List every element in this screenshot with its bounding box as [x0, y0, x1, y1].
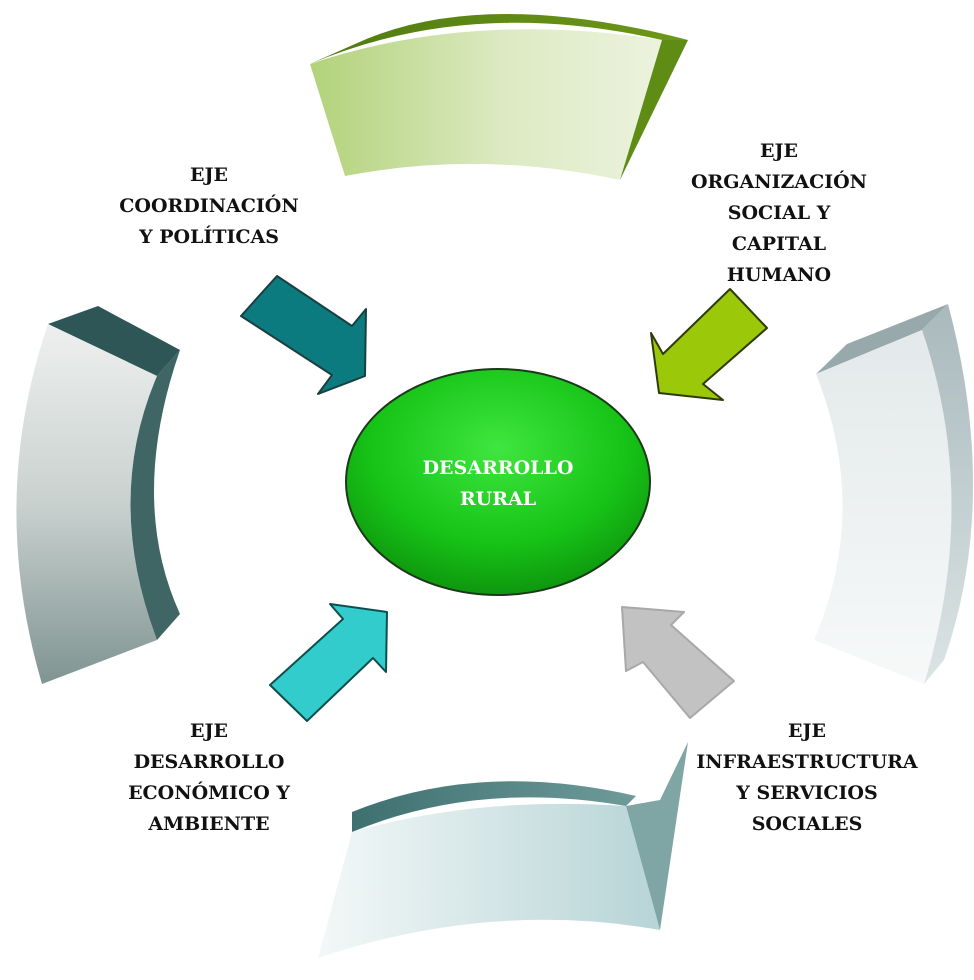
- label-line: EJE: [190, 720, 228, 742]
- left-block: [16, 306, 180, 684]
- label-line: SOCIAL Y: [727, 202, 831, 224]
- center-node: [345, 368, 651, 596]
- arrow-infraestructura: [621, 606, 735, 719]
- label-line: DESARROLLO: [133, 751, 285, 773]
- label-line: ECONÓMICO Y: [128, 782, 290, 804]
- center-label-line-2: RURAL: [459, 488, 537, 510]
- right-block: [814, 304, 974, 684]
- label-eje-coordinacion: EJE COORDINACIÓN Y POLÍTICAS: [94, 160, 324, 253]
- label-eje-organizacion: EJE ORGANIZACIÓN SOCIAL Y CAPITAL HUMANO: [664, 136, 894, 291]
- arrow-coordinacion: [240, 275, 367, 395]
- label-line: INFRAESTRUCTURA: [696, 751, 918, 773]
- label-eje-desarrollo-economico: EJE DESARROLLO ECONÓMICO Y AMBIENTE: [94, 716, 324, 840]
- center-label: DESARROLLO RURAL: [398, 453, 598, 515]
- label-line: EJE: [760, 140, 798, 162]
- label-line: HUMANO: [726, 264, 832, 286]
- label-line: ORGANIZACIÓN: [690, 171, 868, 193]
- bottom-block: [318, 742, 688, 958]
- arrow-desarrollo-economico: [269, 603, 388, 722]
- label-line: SOCIALES: [751, 813, 863, 835]
- label-line: EJE: [190, 164, 228, 186]
- label-line: COORDINACIÓN: [119, 195, 299, 217]
- top-block: [310, 13, 688, 181]
- label-line: AMBIENTE: [148, 813, 270, 835]
- center-label-line-1: DESARROLLO: [422, 457, 574, 479]
- label-line: EJE: [788, 720, 826, 742]
- label-line: Y SERVICIOS: [736, 782, 878, 804]
- label-eje-infraestructura: EJE INFRAESTRUCTURA Y SERVICIOS SOCIALES: [672, 716, 942, 840]
- arrow-organizacion: [650, 288, 768, 401]
- label-line: CAPITAL: [731, 233, 827, 255]
- label-line: Y POLÍTICAS: [139, 226, 279, 248]
